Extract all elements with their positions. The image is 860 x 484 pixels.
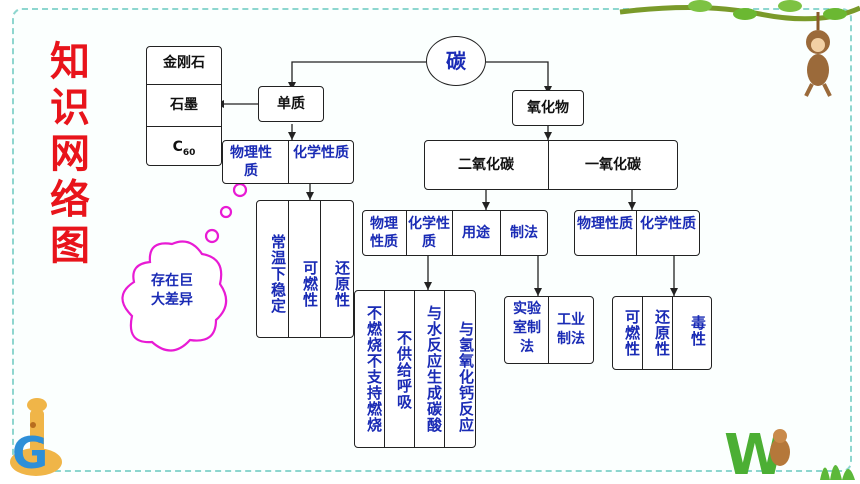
allotrope-diamond: 金刚石 <box>163 55 205 71</box>
title-char-2: 识 <box>50 85 90 131</box>
co2-preparation-label: 制法 <box>510 225 538 241</box>
co-combustibility: 可燃性 <box>623 309 641 357</box>
monkey-icon <box>804 12 832 97</box>
thought-bubble <box>121 182 248 352</box>
co-reducibility: 还原性 <box>653 309 671 357</box>
co2-physical-label: 物理性质 <box>370 216 398 250</box>
oxide-label: 氧化物 <box>527 100 569 116</box>
squirrel-icon <box>770 429 790 466</box>
industrial-preparation: 工业制法 <box>557 312 585 347</box>
co2-use-label: 用途 <box>462 225 490 241</box>
not-combustible: 不燃烧不支持燃烧 <box>365 305 383 433</box>
co-chemical-label: 化学性质 <box>640 216 696 232</box>
co2-chemical-label: 化学性质 <box>408 216 450 250</box>
reacts-with-lime: 与氢氧化钙反应 <box>457 321 475 433</box>
reacts-with-water: 与水反应生成碳酸 <box>425 305 443 433</box>
co-label: 一氧化碳 <box>585 157 641 173</box>
simple-substance-label: 单质 <box>277 96 305 112</box>
simple-physical-label: 物理性质 <box>230 145 272 179</box>
giraffe-icon <box>10 398 62 476</box>
co2-items-box <box>362 210 548 256</box>
root-node <box>426 36 486 86</box>
allotrope-c60: C60 <box>172 139 196 158</box>
title-char-3: 网 <box>50 131 90 177</box>
oxide-node <box>512 90 584 126</box>
allotrope-graphite: 石墨 <box>170 97 198 113</box>
lab-preparation: 实验室制法 <box>513 301 541 355</box>
root-label: 碳 <box>446 49 466 73</box>
co2-label: 二氧化碳 <box>458 157 514 173</box>
co-chemical-details <box>612 296 712 370</box>
svg-text:G: G <box>12 428 48 479</box>
simple-chemical-details <box>256 200 354 338</box>
co-physical-label: 物理性质 <box>577 216 633 232</box>
title-char-4: 络 <box>50 177 90 223</box>
simple-substance-node <box>258 86 324 122</box>
co-toxicity: 毒性 <box>689 315 707 347</box>
oxide-types-box <box>424 140 678 190</box>
title-char-5: 图 <box>50 223 90 269</box>
stable-at-room-temp: 常温下稳定 <box>269 234 287 314</box>
not-breathable: 不供给呼吸 <box>395 330 413 410</box>
title-char-1: 知 <box>50 39 90 85</box>
allotrope-box <box>146 46 222 166</box>
simple-chemical-label: 化学性质 <box>293 145 349 161</box>
physical-difference-note: 存在巨大差异 <box>151 273 193 308</box>
reducibility: 还原性 <box>333 260 351 308</box>
combustibility: 可燃性 <box>301 260 319 308</box>
